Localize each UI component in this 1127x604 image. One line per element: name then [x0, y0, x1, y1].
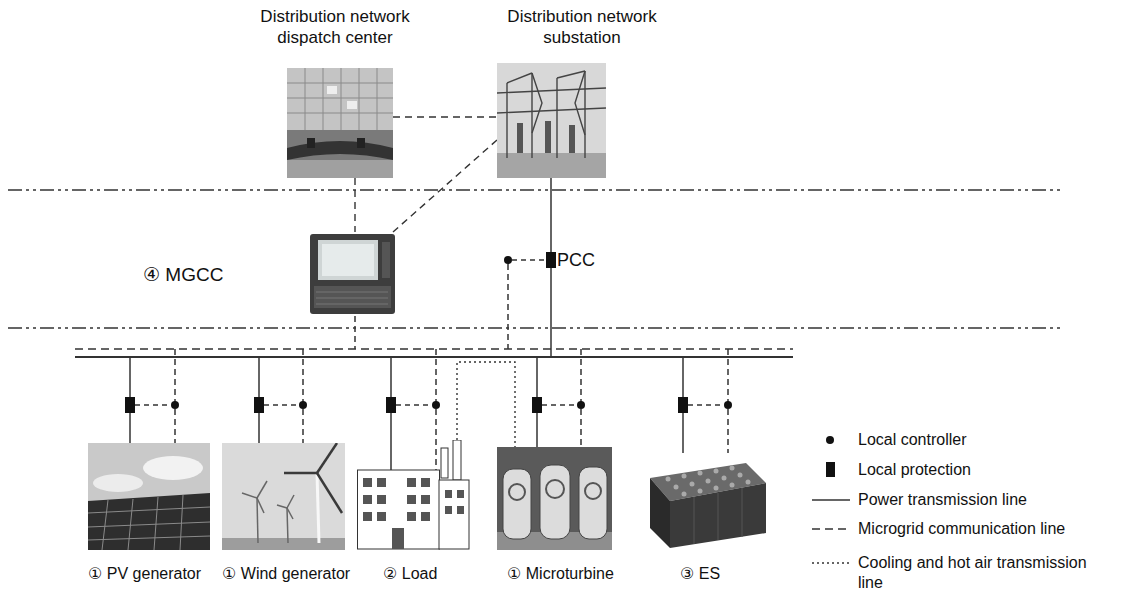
communication-line	[435, 349, 437, 470]
dispatch-center-node: Distribution network dispatch center	[245, 6, 425, 178]
local-controller	[724, 401, 732, 409]
legend-text: Local protection	[858, 460, 1108, 480]
mgcc-node: ④ MGCC	[143, 232, 397, 316]
local-protection	[254, 397, 264, 413]
communication-line	[135, 404, 171, 406]
legend-dot	[826, 436, 834, 444]
node-caption: Distribution network substation	[492, 6, 672, 48]
local-controller	[171, 401, 179, 409]
node-caption: ② Load	[383, 564, 470, 584]
battery-photo	[646, 453, 768, 550]
communication-line	[393, 140, 497, 232]
node-caption: ① Wind generator	[222, 564, 350, 584]
local-controller	[577, 401, 585, 409]
communication-line	[393, 116, 497, 117]
communication-line	[512, 259, 546, 261]
substation-photo	[497, 63, 606, 178]
boundary-line	[8, 189, 1060, 191]
legend-rect	[826, 462, 835, 477]
communication-line	[264, 404, 299, 406]
local-protection	[546, 252, 556, 268]
legend-text: Cooling and hot air transmission line	[858, 553, 1108, 593]
node-caption: ① Microturbine	[507, 564, 614, 584]
communication-bus	[75, 348, 793, 350]
substation-node: Distribution network substation	[492, 6, 672, 178]
communication-line	[688, 404, 724, 406]
caption-column: ④ MGCC	[143, 263, 308, 286]
communication-line	[174, 349, 176, 443]
local-controller	[299, 401, 307, 409]
communication-line	[507, 264, 509, 349]
microturbine-photo	[497, 447, 612, 550]
pcc-label: PCC	[557, 249, 595, 271]
dispatch-center-photo	[287, 68, 393, 178]
cooling-hot-air-line	[457, 362, 515, 447]
communication-line	[580, 349, 582, 447]
local-controller	[504, 256, 512, 264]
power-line	[390, 357, 392, 470]
communication-line	[396, 404, 432, 406]
local-controller	[432, 401, 440, 409]
legend-dashed-line	[812, 528, 850, 530]
local-protection	[125, 397, 135, 413]
legend-entry: Microgrid communication line	[858, 519, 1108, 539]
node-caption: ① PV generator	[88, 564, 210, 584]
communication-line	[542, 404, 577, 406]
communication-line	[354, 316, 356, 349]
wind-generator-node: ① Wind generator	[222, 443, 350, 584]
legend-entry: Local protection	[858, 460, 1108, 480]
feeder-group	[130, 349, 728, 470]
pv-panel-photo	[88, 443, 210, 550]
legend-dotted-line	[812, 562, 850, 564]
legend-solid-line	[812, 499, 850, 501]
factory-building	[357, 440, 470, 550]
mgcc-computer	[308, 232, 397, 316]
legend-entry: Power transmission line	[858, 490, 1108, 510]
boundary-line	[8, 327, 1060, 329]
legend-entry: Local controller	[858, 430, 1108, 450]
local-protection	[386, 397, 396, 413]
local-protection	[532, 397, 542, 413]
wind-turbine-photo	[222, 443, 345, 550]
energy-storage-node: ③ ES	[646, 453, 768, 584]
pv-generator-node: ① PV generator	[88, 443, 210, 584]
communication-line	[302, 349, 304, 443]
communication-line	[354, 178, 355, 232]
node-caption: Distribution network dispatch center	[245, 6, 425, 48]
microturbine-node: ① Microturbine	[497, 447, 614, 584]
legend-text: Local controller	[858, 430, 1108, 450]
legend-samples	[812, 436, 850, 563]
power-bus	[75, 356, 793, 358]
legend-text: Power transmission line	[858, 490, 1108, 510]
load-node: ② Load	[357, 440, 470, 584]
legend-entry: Cooling and hot air transmission line	[858, 553, 1108, 593]
node-caption: ④ MGCC	[143, 263, 308, 286]
local-protection	[678, 397, 688, 413]
node-caption: ③ ES	[680, 564, 768, 584]
legend-text: Microgrid communication line	[858, 519, 1108, 539]
